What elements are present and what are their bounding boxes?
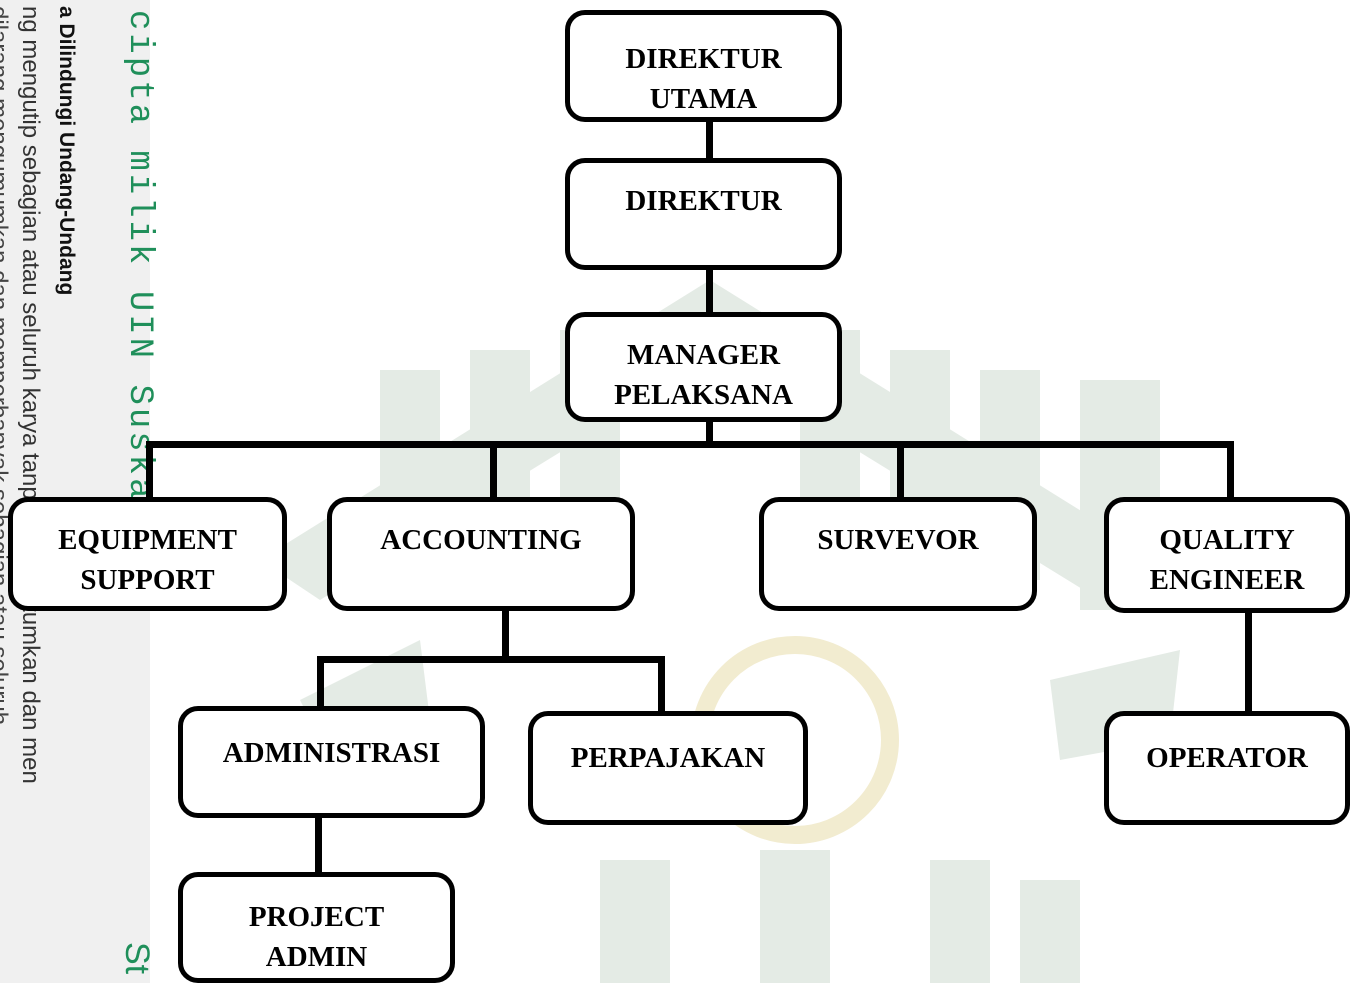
connector-to-perpajakan — [658, 656, 665, 714]
node-accounting-label: ACCOUNTING — [380, 524, 582, 556]
node-direktur-label: DIREKTUR — [625, 185, 782, 217]
connector-quality-operator — [1245, 612, 1252, 714]
connector-to-administrasi — [317, 656, 324, 710]
watermark-sidebar: dilarang mengumumkan dan memperbanyak se… — [0, 0, 150, 983]
connector-to-equipment — [146, 441, 153, 499]
connector-utama-direktur — [706, 120, 713, 162]
connector-to-accounting — [490, 441, 497, 499]
node-manager-pelaksana: MANAGER PELAKSANA — [565, 312, 842, 422]
connector-accounting-down — [502, 607, 509, 660]
connector-accounting-branch — [317, 656, 665, 663]
node-quality-engineer: QUALITY ENGINEER — [1104, 497, 1350, 613]
connector-to-quality — [1227, 441, 1234, 499]
node-quality-engineer-label: QUALITY ENGINEER — [1149, 524, 1305, 596]
node-direktur-utama: DIREKTUR UTAMA — [565, 10, 842, 122]
node-survevor: SURVEVOR — [759, 497, 1037, 611]
node-administrasi-label: ADMINISTRASI — [222, 737, 441, 769]
node-survevor-label: SURVEVOR — [817, 524, 979, 556]
node-administrasi: ADMINISTRASI — [178, 706, 485, 818]
node-manager-pelaksana-label: MANAGER PELAKSANA — [614, 339, 793, 411]
connector-to-survevor — [897, 441, 904, 499]
node-operator: OPERATOR — [1104, 711, 1350, 825]
node-equipment-support: EQUIPMENT SUPPORT — [8, 497, 287, 611]
connector-horizontal-bus — [146, 441, 1234, 448]
node-accounting: ACCOUNTING — [327, 497, 635, 611]
node-direktur-utama-label: DIREKTUR UTAMA — [625, 43, 782, 115]
node-operator-label: OPERATOR — [1146, 742, 1308, 774]
connector-manager-bus — [706, 420, 713, 444]
connector-direktur-manager — [706, 268, 713, 316]
node-perpajakan-label: PERPAJAKAN — [570, 742, 766, 774]
node-project-admin: PROJECT ADMIN — [178, 872, 455, 983]
connector-administrasi-project — [315, 815, 322, 875]
node-perpajakan: PERPAJAKAN — [528, 711, 808, 825]
node-direktur: DIREKTUR — [565, 158, 842, 270]
node-equipment-support-label: EQUIPMENT SUPPORT — [58, 524, 237, 596]
node-project-admin-label: PROJECT ADMIN — [248, 901, 385, 973]
